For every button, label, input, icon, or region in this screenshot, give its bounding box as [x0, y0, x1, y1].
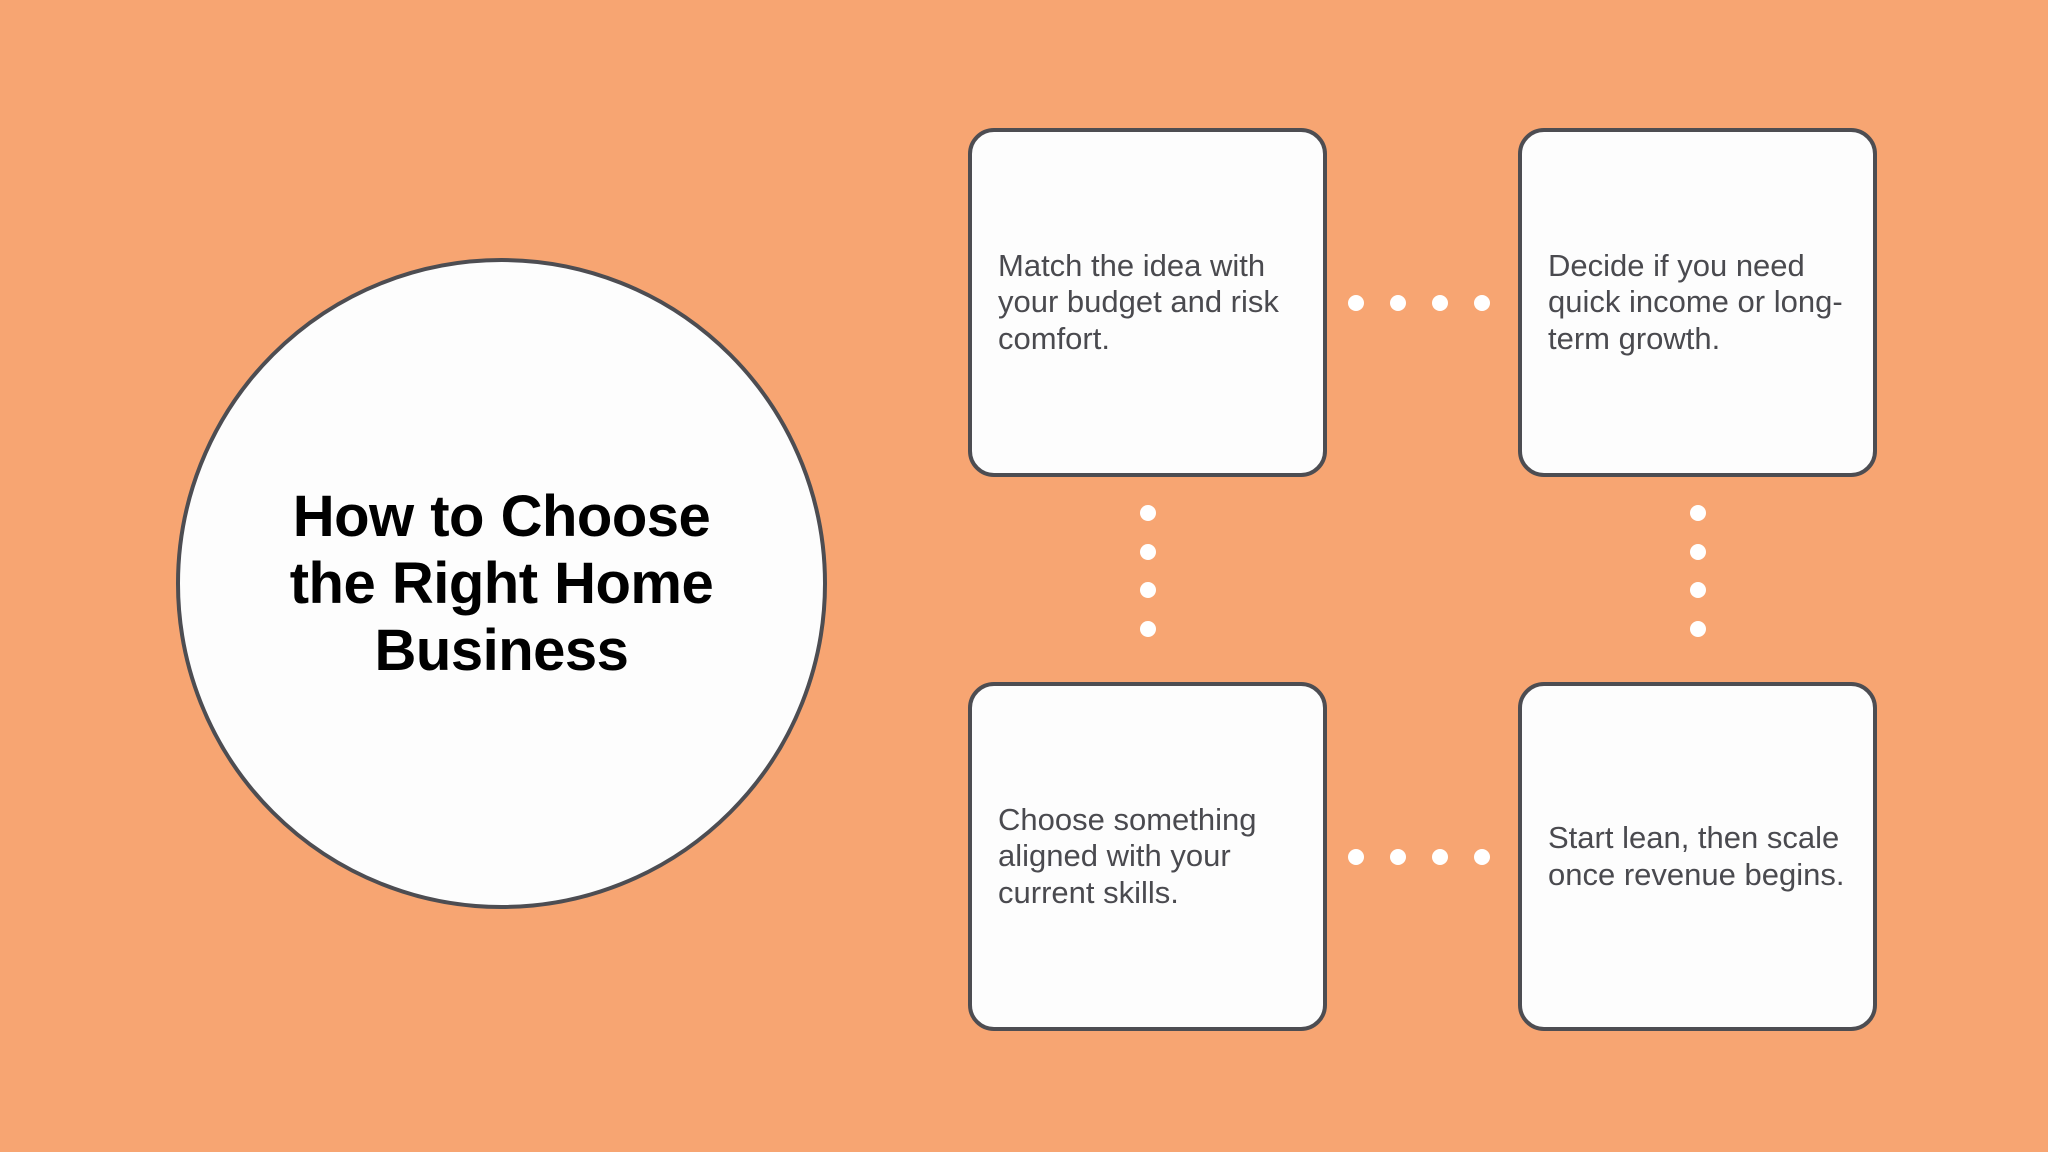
connector-card3-card4	[1348, 848, 1490, 866]
connector-dot	[1432, 295, 1448, 311]
info-card-2-text: Decide if you need quick income or long-…	[1548, 247, 1843, 356]
connector-dot	[1690, 620, 1706, 637]
info-card-1: Match the idea with your budget and risk…	[968, 128, 1327, 477]
connector-card1-card3	[1139, 505, 1157, 637]
connector-dot	[1690, 505, 1706, 521]
info-card-1-text: Match the idea with your budget and risk…	[998, 247, 1279, 356]
page-title: How to Choose the Right Home Business	[289, 483, 714, 684]
connector-dot	[1474, 849, 1490, 865]
connector-card1-card2	[1348, 294, 1490, 312]
hero-circle: How to Choose the Right Home Business	[176, 258, 827, 909]
connector-dot	[1140, 620, 1156, 637]
connector-dot	[1348, 849, 1364, 865]
connector-dot	[1474, 295, 1490, 311]
connector-dot	[1140, 505, 1156, 521]
info-card-3: Choose something aligned with your curre…	[968, 682, 1327, 1031]
info-card-4-text: Start lean, then scale once revenue begi…	[1548, 819, 1845, 892]
connector-dot	[1140, 543, 1156, 560]
info-card-3-text: Choose something aligned with your curre…	[998, 801, 1257, 910]
connector-dot	[1390, 295, 1406, 311]
connector-dot	[1432, 849, 1448, 865]
connector-card2-card4	[1689, 505, 1707, 637]
info-card-2: Decide if you need quick income or long-…	[1518, 128, 1877, 477]
connector-dot	[1690, 582, 1706, 599]
connector-dot	[1140, 582, 1156, 599]
info-card-4: Start lean, then scale once revenue begi…	[1518, 682, 1877, 1031]
connector-dot	[1690, 543, 1706, 560]
connector-dot	[1390, 849, 1406, 865]
connector-dot	[1348, 295, 1364, 311]
